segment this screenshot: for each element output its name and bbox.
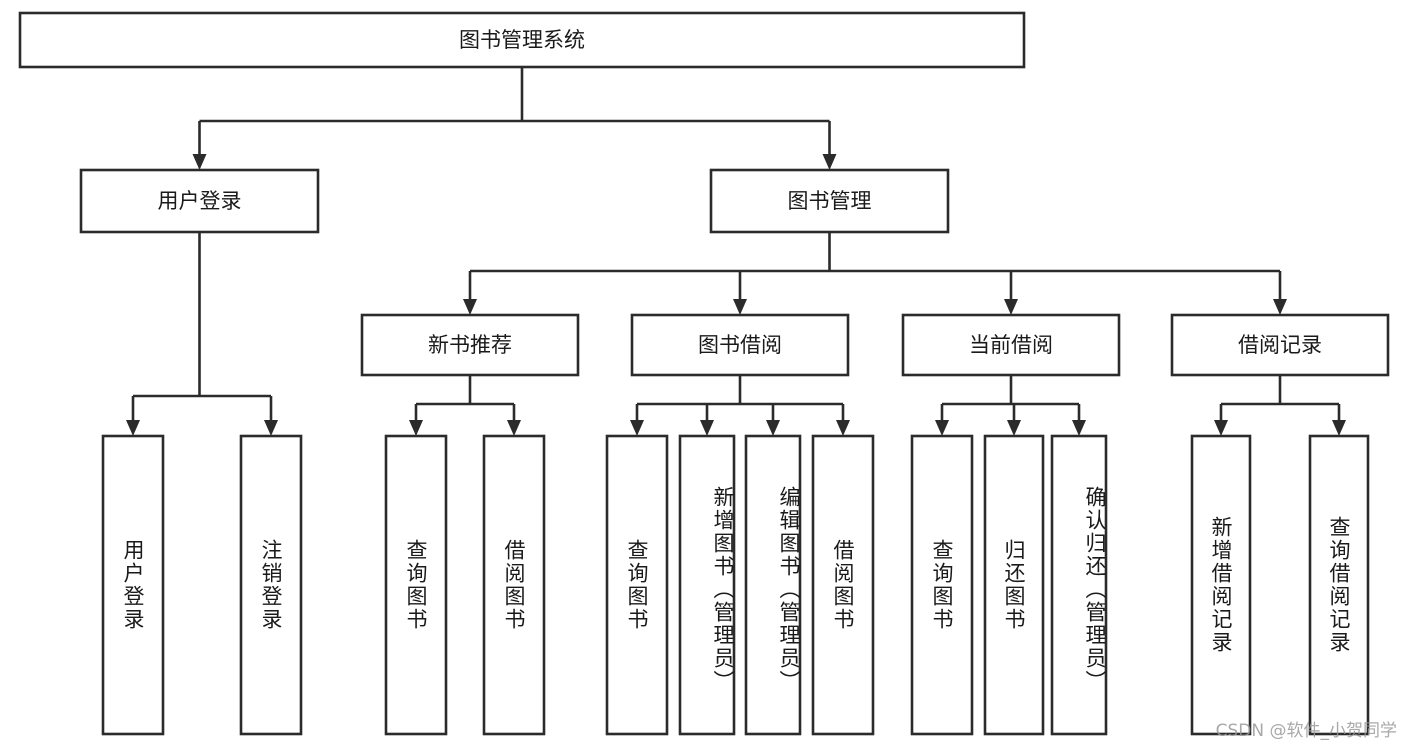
node-user-login-label: 用户登录: [158, 189, 242, 213]
node-borrow-records[interactable]: 借阅记录: [1170, 313, 1390, 377]
arrow-borrow-c2: [700, 420, 714, 436]
node-new-book-recommend-box[interactable]: [360, 313, 580, 377]
connector-group-records: [1214, 375, 1346, 436]
leaf-box-confirm-return-admin[interactable]: [1050, 434, 1108, 736]
leaf-box-query-book-current[interactable]: [910, 434, 974, 736]
node-new-book-recommend[interactable]: 新书推荐: [360, 313, 580, 377]
arrow-curborrow-c2: [1007, 420, 1021, 436]
node-current-borrow[interactable]: 当前借阅: [901, 313, 1121, 377]
arrow-newbook-c1: [409, 420, 423, 436]
node-current-borrow-box[interactable]: [901, 313, 1121, 377]
connector-group-new-books: [409, 375, 521, 436]
arrow-newbook-c2: [507, 420, 521, 436]
arrow-bookmgmt-c1: [463, 299, 477, 315]
arrow-borrow-c1: [630, 420, 644, 436]
csdn-watermark: CSDN @软件_小贺同学: [1215, 721, 1397, 741]
arrow-borrow-c4: [836, 420, 850, 436]
leaf-box-edit-book-admin[interactable]: [744, 434, 802, 736]
leaf-box-return-book[interactable]: [983, 434, 1045, 736]
arrow-records-c2: [1332, 420, 1346, 436]
node-book-management-box[interactable]: [709, 168, 950, 234]
node-book-borrow-label: 图书借阅: [698, 333, 782, 357]
connector-group-book-mgmt: [463, 232, 1287, 315]
arrow-records-c1: [1214, 420, 1228, 436]
arrow-userlogin-c1: [126, 420, 140, 436]
arrow-to-book-mgmt: [822, 154, 837, 170]
connector-group-root: [192, 67, 837, 170]
node-borrow-records-box[interactable]: [1170, 313, 1390, 377]
node-book-borrow[interactable]: 图书借阅: [630, 313, 850, 377]
leaf-box-add-book-admin[interactable]: [678, 434, 736, 736]
leaf-box-borrow-book[interactable]: [811, 434, 875, 736]
node-root-system-label: 图书管理系统: [459, 28, 585, 52]
node-user-login-box[interactable]: [79, 168, 320, 234]
leaf-box-add-borrow-record[interactable]: [1190, 434, 1252, 736]
leaf-box-logout-login[interactable]: [239, 434, 303, 736]
arrow-curborrow-c1: [935, 420, 949, 436]
connector-group-borrow: [630, 375, 850, 436]
node-book-management[interactable]: 图书管理: [709, 168, 950, 234]
leaf-box-user-login[interactable]: [101, 434, 165, 736]
connector-group-user-login: [126, 232, 278, 436]
node-borrow-records-label: 借阅记录: [1238, 333, 1322, 357]
node-current-borrow-label: 当前借阅: [969, 333, 1053, 357]
arrow-bookmgmt-c4: [1273, 299, 1287, 315]
node-user-login[interactable]: 用户登录: [79, 168, 320, 234]
arrow-curborrow-c3: [1072, 420, 1086, 436]
node-root-system-box[interactable]: [18, 11, 1026, 69]
node-book-borrow-box[interactable]: [630, 313, 850, 377]
leaf-box-query-book-borrow[interactable]: [605, 434, 669, 736]
leaf-box-query-borrow-record[interactable]: [1308, 434, 1370, 736]
arrow-bookmgmt-c2: [733, 299, 747, 315]
leaf-box-query-book-new[interactable]: [384, 434, 448, 736]
node-root-system[interactable]: 图书管理系统: [18, 11, 1026, 69]
arrow-borrow-c3: [766, 420, 780, 436]
node-new-book-recommend-label: 新书推荐: [428, 333, 512, 357]
connector-group-current-borrow: [935, 375, 1086, 436]
node-book-management-label: 图书管理: [788, 189, 872, 213]
arrow-to-user-login: [192, 154, 207, 170]
leaf-box-borrow-book-new[interactable]: [482, 434, 546, 736]
arrow-bookmgmt-c3: [1004, 299, 1018, 315]
arrow-userlogin-c2: [264, 420, 278, 436]
